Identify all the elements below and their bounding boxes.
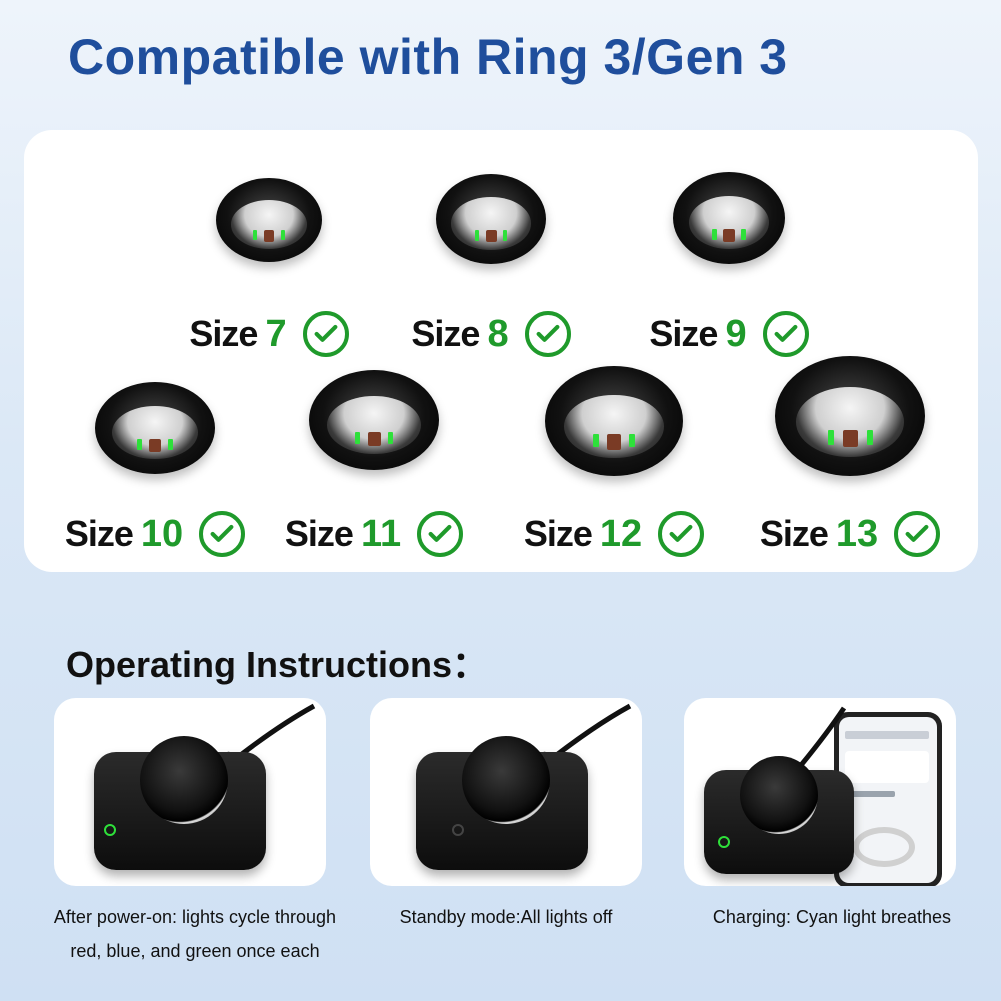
size-item-7: Size 7 (154, 170, 384, 360)
size-item-8: Size 8 (376, 170, 606, 360)
ring-image (545, 366, 683, 476)
step-caption-charging: Charging: Cyan light breathes (684, 900, 980, 934)
charging-dock (704, 756, 854, 874)
size-item-11: Size 11 (274, 370, 474, 560)
size-item-12: Size 12 (504, 366, 724, 560)
instruction-image-power-on (54, 698, 326, 886)
size-number: 9 (725, 312, 747, 355)
checkmark-icon (199, 511, 246, 557)
checkmark-icon (417, 511, 464, 557)
ring-sizes-card: Size 7 Size 8 Size 9 Size 10 (24, 130, 978, 572)
ring-image (309, 370, 439, 470)
ring-image (95, 382, 215, 474)
size-number: 7 (265, 312, 287, 355)
size-word: Size (649, 313, 718, 354)
size-number: 12 (599, 512, 643, 555)
checkmark-icon (524, 311, 571, 357)
caption-line-1: After power-on: lights cycle through (53, 907, 337, 927)
led-off-icon (452, 824, 464, 836)
charging-dock (416, 736, 588, 870)
checkmark-icon (658, 511, 705, 557)
caption-line-2: red, blue, and green once each (70, 941, 320, 961)
size-item-13: Size 13 (740, 356, 960, 560)
operating-instructions-title: Operating Instructions： (66, 644, 489, 685)
checkmark-icon (302, 311, 349, 357)
size-number: 11 (360, 512, 402, 555)
size-word: Size (284, 513, 354, 554)
ring-image (775, 356, 925, 476)
ring-image (436, 174, 546, 264)
caption-line-1: Charging: Cyan light breathes (712, 907, 952, 927)
size-number: 13 (835, 512, 879, 555)
green-led-icon (104, 824, 116, 836)
size-number: 8 (487, 312, 509, 355)
size-item-10: Size 10 (40, 370, 270, 560)
size-word: Size (411, 313, 480, 354)
step-caption-power-on: After power-on: lights cycle through red… (30, 900, 360, 968)
step-caption-standby: Standby mode:All lights off (370, 900, 642, 934)
size-number: 10 (140, 512, 184, 555)
instruction-image-standby (370, 698, 642, 886)
ring-image (673, 172, 785, 264)
ring-image (216, 178, 322, 262)
size-word: Size (759, 513, 829, 554)
instruction-image-charging (684, 698, 956, 886)
checkmark-icon (762, 311, 809, 357)
charging-dock (94, 736, 266, 870)
caption-line-1: Standby mode:All lights off (399, 907, 613, 927)
page-title: Compatible with Ring 3/Gen 3 (68, 29, 788, 85)
size-word: Size (189, 313, 258, 354)
size-word: Size (523, 513, 593, 554)
green-led-icon (718, 836, 730, 848)
checkmark-icon (894, 511, 941, 557)
size-word: Size (64, 513, 134, 554)
size-item-9: Size 9 (614, 170, 844, 360)
